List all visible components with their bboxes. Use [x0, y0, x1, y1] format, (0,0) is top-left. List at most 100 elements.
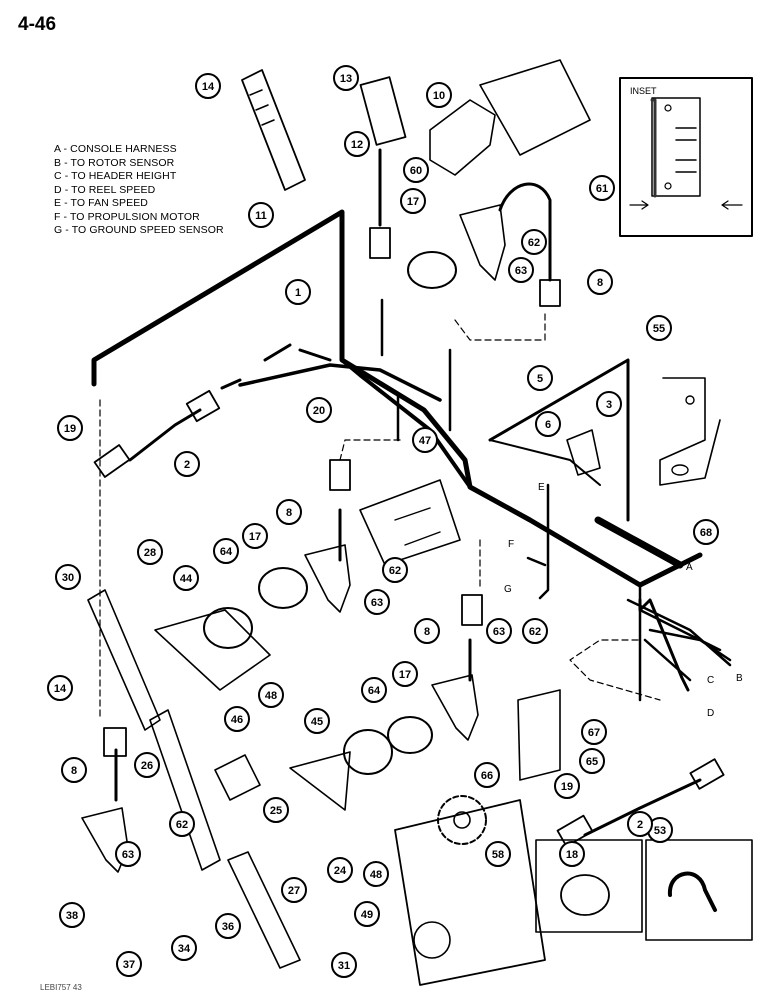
svg-text:45: 45 — [311, 716, 323, 728]
inset-arrows — [629, 200, 743, 210]
callout-18: 18 — [559, 841, 585, 867]
plate-24 — [289, 751, 351, 811]
callout-13: 13 — [333, 65, 359, 91]
callout-28: 28 — [137, 539, 163, 565]
inset-frame — [619, 77, 753, 237]
wire-letter-f: F — [508, 539, 514, 550]
band-45 — [343, 729, 393, 775]
svg-text:46: 46 — [231, 714, 243, 726]
legend-item-c: C - TO HEADER HEIGHT — [54, 170, 177, 182]
svg-text:49: 49 — [361, 909, 373, 921]
main-harness — [91, 209, 703, 588]
svg-text:58: 58 — [492, 849, 504, 861]
callout-30: 30 — [55, 564, 81, 590]
callout-17: 17 — [400, 188, 426, 214]
strip-27 — [227, 851, 301, 969]
wire-legend: A - CONSOLE HARNESS B - TO ROTOR SENSOR … — [54, 143, 224, 238]
svg-text:62: 62 — [176, 819, 188, 831]
wire-letter-c: C — [707, 675, 714, 686]
callout-14: 14 — [195, 73, 221, 99]
callout-8: 8 — [587, 269, 613, 295]
svg-text:53: 53 — [654, 825, 666, 837]
svg-text:36: 36 — [222, 921, 234, 933]
legend-item-d: D - TO REEL SPEED — [54, 183, 156, 196]
sensor-bracket-bottom — [81, 807, 129, 873]
svg-text:8: 8 — [71, 765, 77, 777]
cap-18-box — [535, 839, 643, 933]
inset-label: INSET — [630, 86, 657, 96]
callout-6: 6 — [535, 411, 561, 437]
callout-12: 12 — [344, 131, 370, 157]
clip-53-box — [645, 839, 753, 941]
connector-10 — [359, 76, 407, 146]
callout-65: 65 — [579, 748, 605, 774]
callout-63-11: 63 — [115, 841, 141, 867]
wire-letter-e: E — [538, 482, 545, 493]
svg-text:30: 30 — [62, 572, 74, 584]
callout-67: 67 — [581, 719, 607, 745]
harness-branches — [626, 583, 732, 702]
plate-46 — [154, 609, 271, 691]
callout-53: 53 — [647, 817, 673, 843]
svg-text:17: 17 — [407, 196, 419, 208]
callout-8-3: 8 — [61, 757, 87, 783]
page-number: 4-46 — [18, 14, 57, 35]
svg-text:3: 3 — [606, 399, 612, 411]
callout-66: 66 — [474, 762, 500, 788]
bracket-60 — [429, 99, 496, 176]
svg-text:8: 8 — [286, 507, 292, 519]
callout-61: 61 — [589, 175, 615, 201]
svg-text:18: 18 — [566, 849, 578, 861]
svg-text:63: 63 — [493, 626, 505, 638]
callout-38: 38 — [59, 902, 85, 928]
legend-item-b: B - TO ROTOR SENSOR — [54, 156, 175, 169]
wire-letter-d: D — [707, 708, 714, 719]
callout-45: 45 — [304, 708, 330, 734]
callout-8-2: 8 — [414, 618, 440, 644]
callout-48: 48 — [258, 682, 284, 708]
callout-24: 24 — [327, 857, 353, 883]
bracket-47 — [359, 479, 461, 566]
callout-37: 37 — [116, 951, 142, 977]
sensor-bracket-mid — [304, 544, 351, 613]
svg-text:31: 31 — [338, 960, 350, 972]
svg-text:1: 1 — [295, 287, 301, 299]
strip-left — [87, 589, 161, 731]
svg-text:17: 17 — [249, 531, 261, 543]
callout-27: 27 — [281, 877, 307, 903]
clamp-17-top — [407, 251, 457, 289]
svg-text:12: 12 — [351, 139, 363, 151]
callout-46: 46 — [224, 706, 250, 732]
connector-3 — [566, 429, 601, 476]
svg-text:19: 19 — [64, 423, 76, 435]
wire-letter-b: B — [736, 673, 743, 684]
callout-63: 63 — [508, 257, 534, 283]
bracket-65 — [517, 689, 561, 781]
svg-text:64: 64 — [220, 546, 233, 558]
svg-text:34: 34 — [178, 943, 191, 955]
svg-text:10: 10 — [433, 90, 445, 102]
svg-text:65: 65 — [586, 756, 598, 768]
callout-62-7: 62 — [522, 618, 548, 644]
svg-text:62: 62 — [528, 237, 540, 249]
callout-60: 60 — [403, 157, 429, 183]
callout-49: 49 — [354, 901, 380, 927]
svg-text:13: 13 — [340, 73, 352, 85]
callout-31: 31 — [331, 952, 357, 978]
wire-8-top — [498, 182, 552, 282]
plate-25 — [214, 754, 261, 801]
callout-47: 47 — [412, 427, 438, 453]
svg-text:62: 62 — [389, 565, 401, 577]
sprocket-58 — [437, 795, 487, 845]
callout-62-8: 62 — [169, 811, 195, 837]
strip-mid — [149, 709, 221, 871]
sensor-bracket-right — [431, 674, 479, 741]
callout-20: 20 — [306, 397, 332, 423]
callout-19: 19 — [57, 415, 83, 441]
svg-text:66: 66 — [481, 770, 493, 782]
callout-2-16: 2 — [627, 811, 653, 837]
band-44 — [203, 607, 253, 649]
svg-text:19: 19 — [561, 781, 573, 793]
callout-2: 2 — [174, 451, 200, 477]
